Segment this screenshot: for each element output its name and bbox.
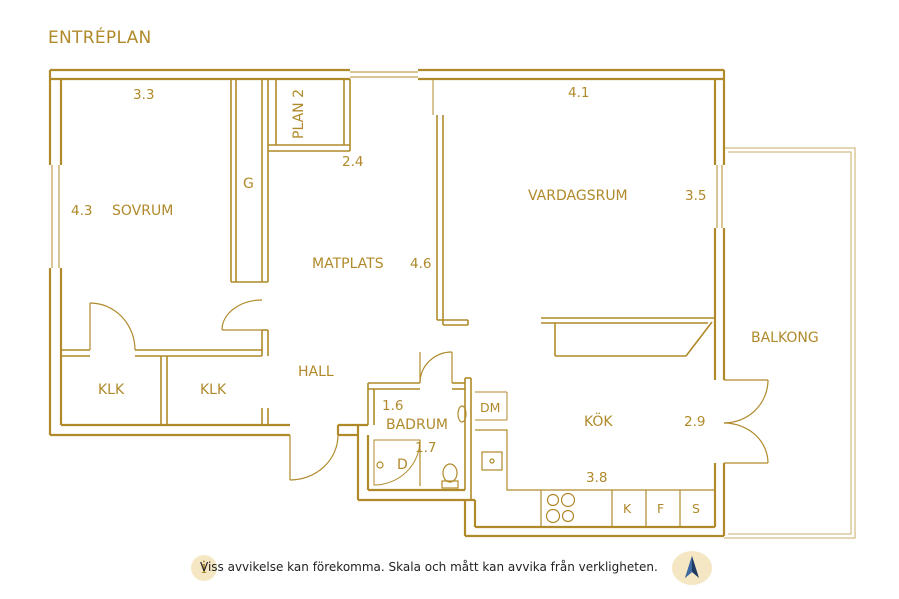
badrum-depth: 1.7 (415, 440, 436, 456)
disclaimer-text: Viss avvikelse kan förekomma. Skala och … (200, 560, 658, 574)
freezer-label: F (657, 501, 664, 516)
plan-title: ENTRÉPLAN (48, 28, 152, 48)
vardagsrum-width: 4.1 (568, 85, 589, 101)
plan2-label: PLAN 2 (291, 89, 307, 139)
vardagsrum-label: VARDAGSRUM (528, 188, 628, 204)
matplats-label: MATPLATS (312, 256, 384, 272)
sovrum-depth: 4.3 (71, 203, 92, 219)
bathroom-fixtures (373, 405, 467, 489)
sink-icon (457, 405, 467, 423)
balcony-outline (724, 147, 856, 539)
kok-depth: 2.9 (684, 414, 705, 430)
kok-label: KÖK (584, 412, 613, 430)
stove-icon (545, 492, 576, 524)
matplats-depth: 4.6 (410, 256, 431, 272)
outer-walls (48, 68, 726, 538)
compass-north-arrow-icon (672, 551, 712, 585)
klk1-label: KLK (98, 382, 125, 398)
balkong-label: BALKONG (751, 330, 819, 346)
vardagsrum-depth: 3.5 (685, 188, 706, 204)
sovrum-width: 3.3 (133, 87, 154, 103)
badrum-width: 1.6 (382, 398, 403, 414)
fridge-label: K (623, 501, 632, 516)
cabinet-label: S (692, 501, 700, 516)
toilet-icon (442, 463, 458, 483)
interior-walls (61, 79, 715, 500)
hall-label: HALL (298, 364, 334, 380)
kitchen-cabinets (475, 429, 715, 527)
plan2-dim: 2.4 (342, 154, 363, 170)
room-labels: 3.3 4.3 SOVRUM G PLAN 2 2.4 MATPLATS 4.6… (71, 85, 819, 516)
kitchen-sink-icon (481, 451, 503, 471)
info-icon: i (191, 555, 217, 581)
garderob-label: G (243, 176, 254, 192)
badrum-label: BADRUM (386, 417, 448, 433)
dm-label: DM (480, 400, 500, 415)
kok-width: 3.8 (586, 470, 607, 486)
klk2-label: KLK (200, 382, 227, 398)
door-swings (89, 299, 769, 481)
sovrum-label: SOVRUM (112, 203, 173, 219)
dusch-label: D (397, 457, 408, 473)
shower-drain-icon (376, 461, 384, 469)
